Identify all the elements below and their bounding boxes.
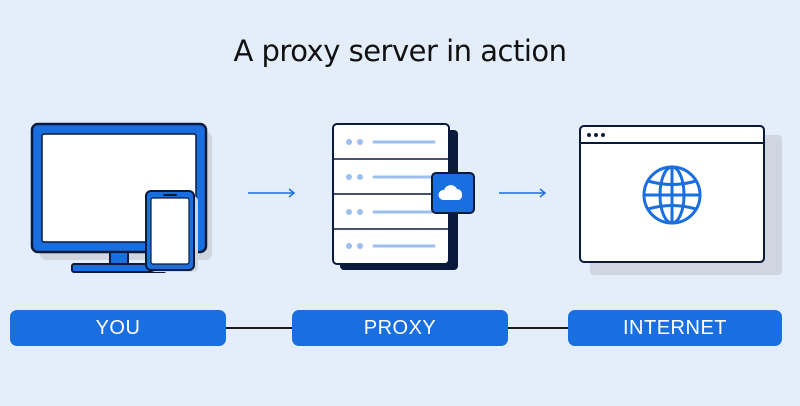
arrow-right-icon (248, 188, 296, 198)
connector-you-proxy (226, 327, 292, 329)
label-internet: INTERNET (568, 310, 782, 346)
server-rack-icon (332, 123, 458, 270)
phone-icon (145, 190, 198, 272)
globe-icon (642, 165, 702, 225)
label-you: YOU (10, 310, 226, 346)
cloud-icon (431, 172, 475, 214)
label-proxy: PROXY (292, 310, 508, 346)
arrow-right-icon (499, 188, 547, 198)
connector-proxy-internet (508, 327, 568, 329)
diagram-title: A proxy server in action (233, 34, 567, 68)
